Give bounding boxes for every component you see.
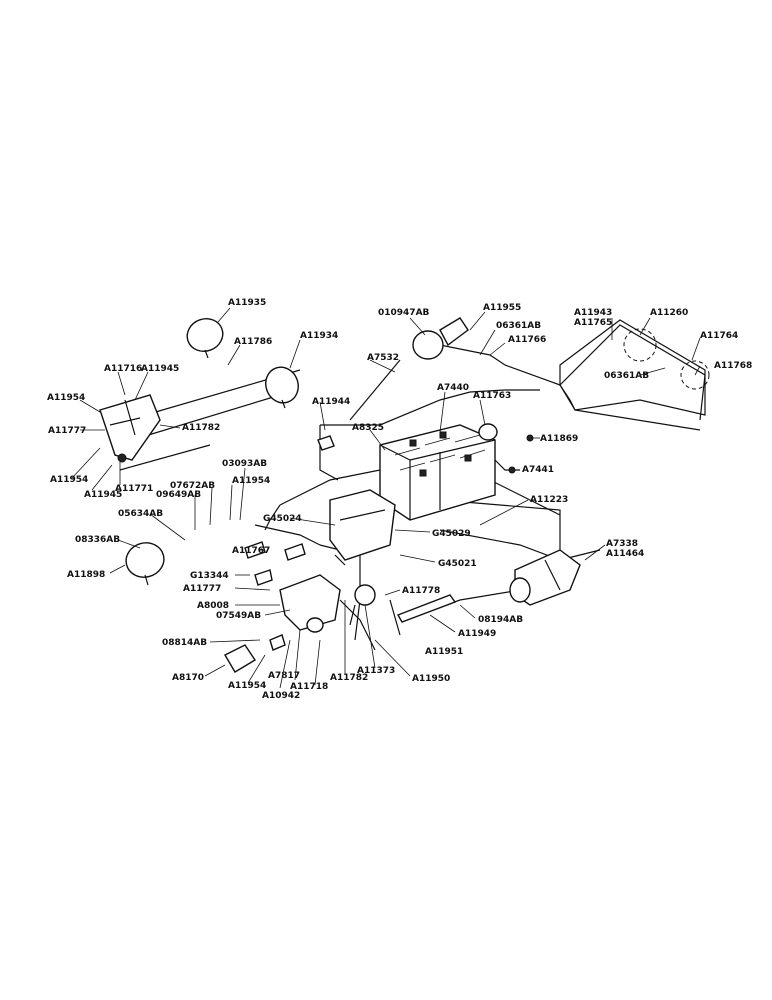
label-a11869: A11869 [540, 434, 578, 444]
label-03093ab: 03093AB [222, 459, 267, 469]
label-07549ab: 07549AB [216, 611, 261, 621]
label-a11782-bottom: A11782 [330, 673, 368, 683]
label-a11373: A11373 [357, 666, 395, 676]
label-a7817: A7817 [268, 671, 300, 681]
label-a8170: A8170 [172, 673, 204, 683]
label-06361ab-right: 06361AB [604, 371, 649, 381]
batteries [379, 424, 496, 521]
label-g45024: G45024 [263, 514, 302, 524]
label-a11782-top: A11782 [182, 423, 220, 433]
label-a11768: A11768 [714, 361, 752, 371]
center-mount [329, 489, 396, 561]
label-a11786: A11786 [234, 337, 272, 347]
label-08336ab: 08336AB [75, 535, 120, 545]
label-a11935: A11935 [228, 298, 266, 308]
label-a11777-left: A11777 [48, 426, 86, 436]
label-a11944: A11944 [312, 397, 350, 407]
label-a11718: A11718 [290, 682, 328, 692]
label-08194ab: 08194AB [478, 615, 523, 625]
label-a11778: A11778 [402, 586, 440, 596]
label-a7441: A7441 [522, 465, 554, 475]
label-a11955: A11955 [483, 303, 521, 313]
label-g45029: G45029 [432, 529, 471, 539]
label-g45021: G45021 [438, 559, 477, 569]
generator [279, 574, 341, 633]
label-a8325: A8325 [352, 423, 384, 433]
headlamp-lower-left [125, 542, 165, 586]
switch-bracket [99, 394, 161, 463]
label-07672ab: 07672AB [170, 481, 215, 491]
label-a11950: A11950 [412, 674, 450, 684]
connector-a8170 [224, 644, 256, 673]
label-g13344: G13344 [190, 571, 229, 581]
label-a11954-bottom: A11954 [228, 681, 266, 691]
label-a11945-lower: A11945 [84, 490, 122, 500]
headlamp-right [265, 366, 299, 409]
cable-a11949 [396, 594, 457, 623]
label-a11945-top: A11945 [141, 364, 179, 374]
label-a8008: A8008 [197, 601, 229, 611]
label-a11764: A11764 [700, 331, 738, 341]
starter-motor [509, 549, 581, 606]
label-a11767: A11767 [232, 546, 270, 556]
label-a11771: A11771 [115, 484, 153, 494]
label-a11716: A11716 [104, 364, 142, 374]
label-a11223: A11223 [530, 495, 568, 505]
label-a11954-mid: A11954 [232, 476, 270, 486]
headlamp-upper [186, 318, 224, 359]
label-a11464: A11464 [606, 549, 644, 559]
label-a11260: A11260 [650, 308, 688, 318]
part-labels: A11935 A11786 A11934 A11716 A11945 A1195… [47, 298, 752, 701]
label-08814ab: 08814AB [162, 638, 207, 648]
label-a7440: A7440 [437, 383, 469, 393]
small-connectors [244, 423, 534, 651]
label-010947ab: 010947AB [378, 308, 430, 318]
label-a11943: A11943 [574, 308, 612, 318]
label-a11954-left: A11954 [47, 393, 85, 403]
label-a11763: A11763 [473, 391, 511, 401]
label-a11934-top: A11934 [300, 331, 338, 341]
label-a11954-lower: A11954 [50, 475, 88, 485]
label-a11766: A11766 [508, 335, 546, 345]
regulator-a11373 [349, 584, 376, 626]
lamp-010947ab [412, 317, 469, 360]
label-a7338: A7338 [606, 539, 638, 549]
label-05634ab: 05634AB [118, 509, 163, 519]
label-06361ab-top: 06361AB [496, 321, 541, 331]
label-a11949: A11949 [458, 629, 496, 639]
label-09649ab: 09649AB [156, 490, 201, 500]
leader-lines [71, 307, 701, 689]
label-a7532: A7532 [367, 353, 399, 363]
label-a11777-mid: A11777 [183, 584, 221, 594]
label-a10942: A10942 [262, 691, 300, 701]
label-a11951: A11951 [425, 647, 463, 657]
label-a11898: A11898 [67, 570, 105, 580]
body-panel [559, 319, 710, 416]
label-a11765: A11765 [574, 318, 612, 328]
